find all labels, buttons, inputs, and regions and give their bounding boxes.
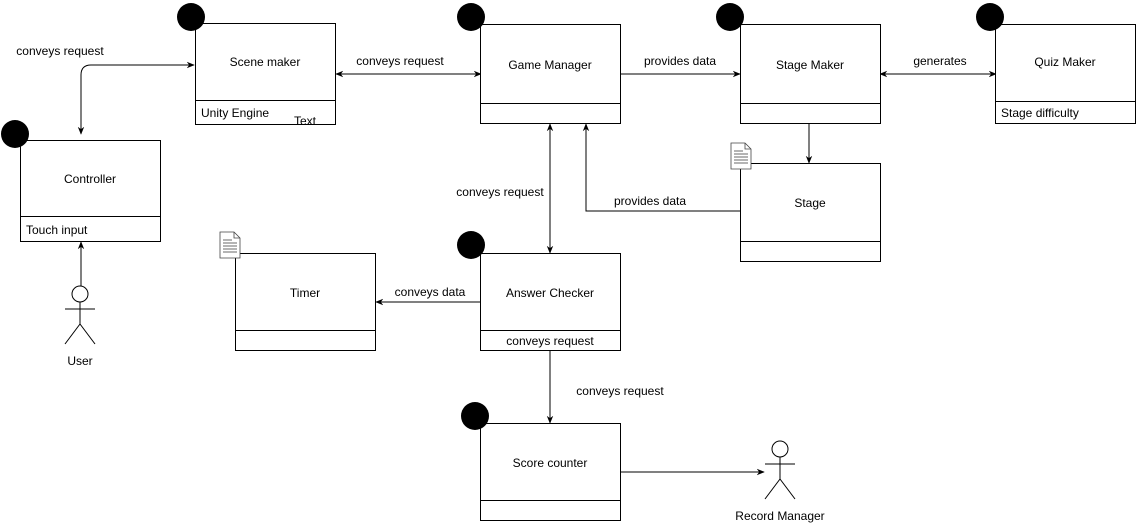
edge-label-game-stage: provides data xyxy=(644,54,716,68)
smiley-face-icon xyxy=(176,2,206,32)
component-game-manager[interactable]: Game Manager xyxy=(456,2,621,124)
component-answer-checker[interactable]: Answer Checker conveys request xyxy=(456,230,621,351)
component-attribute: Unity Engine xyxy=(201,106,269,120)
edge-label-game-answer: conveys request xyxy=(456,185,544,199)
component-title: Controller xyxy=(64,172,116,186)
component-title: Stage Maker xyxy=(776,58,844,72)
edge-label-answer-score: conveys request xyxy=(576,384,664,398)
component-title: Score counter xyxy=(513,456,588,470)
edge-controller-scene[interactable] xyxy=(77,61,195,135)
component-stage[interactable]: Stage xyxy=(730,142,881,262)
smiley-face-icon xyxy=(456,230,486,260)
edge-label-scene-game: conveys request xyxy=(356,54,444,68)
component-controller[interactable]: Controller Touch input xyxy=(0,119,161,242)
component-title: Game Manager xyxy=(508,58,591,72)
edge-label-controller-scene: conveys request xyxy=(16,44,104,58)
component-title: Answer Checker xyxy=(506,286,594,300)
component-quiz-maker[interactable]: Quiz Maker Stage difficulty xyxy=(975,2,1136,124)
component-title: Stage xyxy=(794,196,826,210)
edge-stage-game[interactable] xyxy=(582,123,740,212)
smiley-face-icon xyxy=(460,401,490,431)
stick-figure-icon xyxy=(764,440,796,500)
edge-label-stage-game: provides data xyxy=(614,194,686,208)
document-icon xyxy=(730,142,752,170)
component-stage-maker[interactable]: Stage Maker xyxy=(715,2,881,124)
component-title: Scene maker xyxy=(230,55,301,69)
edge-label-stage-quiz: generates xyxy=(913,54,966,68)
actor-user[interactable]: User xyxy=(64,285,96,368)
component-timer[interactable]: Timer xyxy=(219,231,376,351)
smiley-face-icon xyxy=(456,2,486,32)
component-attribute: Stage difficulty xyxy=(1001,106,1079,120)
component-score-counter[interactable]: Score counter xyxy=(460,401,621,521)
component-attribute: conveys request xyxy=(506,334,594,348)
edge-label-answer-timer: conveys data xyxy=(395,285,466,299)
component-extra-text: Text xyxy=(294,114,317,128)
document-icon xyxy=(219,231,241,259)
component-attribute: Touch input xyxy=(26,223,88,237)
smiley-face-icon xyxy=(715,2,745,32)
stick-figure-icon xyxy=(64,285,96,345)
actor-label: User xyxy=(67,354,92,368)
component-scene-maker[interactable]: Scene maker Unity Engine Text xyxy=(176,2,336,128)
smiley-face-icon xyxy=(975,2,1005,32)
component-title: Quiz Maker xyxy=(1034,55,1095,69)
actor-label: Record Manager xyxy=(735,509,824,523)
component-title: Timer xyxy=(290,286,320,300)
smiley-face-icon xyxy=(0,119,30,149)
actor-record-manager[interactable]: Record Manager xyxy=(735,440,825,523)
